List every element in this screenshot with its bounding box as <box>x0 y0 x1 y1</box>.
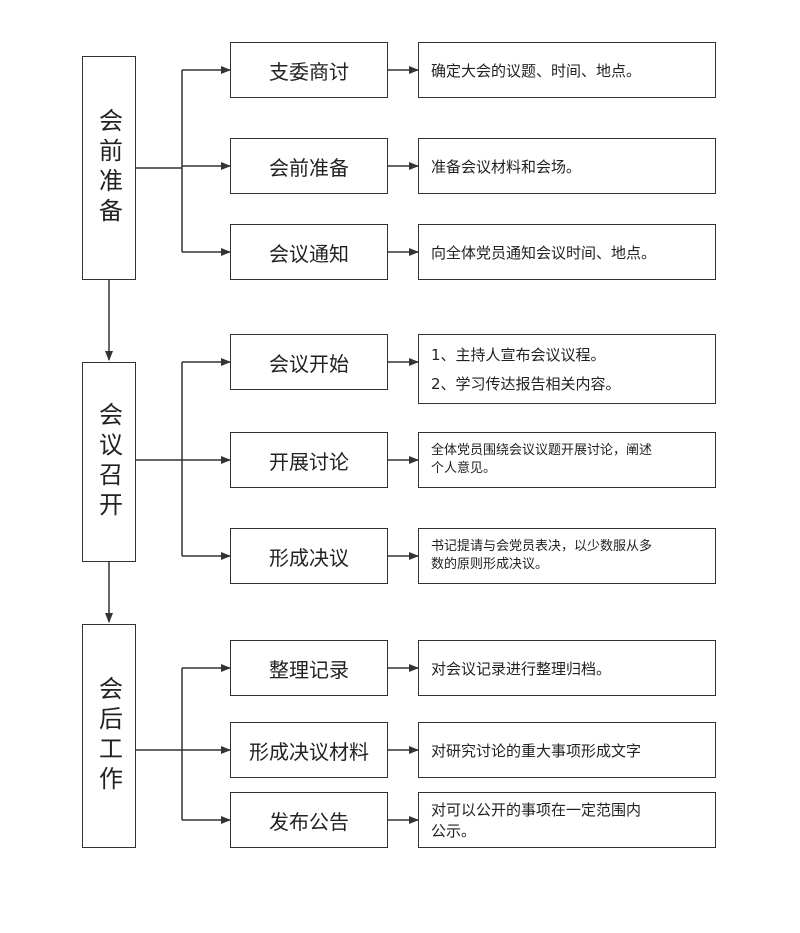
step-label: 支委商讨 <box>269 59 349 84</box>
desc-line: 对会议记录进行整理归档。 <box>431 659 612 678</box>
step-label: 整理记录 <box>269 657 349 682</box>
desc-line: 书记提请与会党员表决，以少数服从多 <box>431 539 653 554</box>
desc-box-resolution-materials: 对研究讨论的重大事项形成文字 <box>418 722 716 778</box>
step-label: 会议开始 <box>269 351 349 376</box>
desc-line: 准备会议材料和会场。 <box>431 157 582 176</box>
step-label: 发布公告 <box>269 809 349 834</box>
desc-box-resolution: 书记提请与会党员表决，以少数服从多 数的原则形成决议。 <box>418 528 716 584</box>
desc-box-organize-records: 对会议记录进行整理归档。 <box>418 640 716 696</box>
desc-line: 对可以公开的事项在一定范围内 <box>431 801 642 819</box>
phase-label-pre-meeting: 会前准备 <box>94 108 123 228</box>
desc-box-branch-discussion: 确定大会的议题、时间、地点。 <box>418 42 716 98</box>
step-label: 形成决议材料 <box>249 739 369 764</box>
step-box-preparation: 会前准备 <box>230 138 388 194</box>
step-box-notification: 会议通知 <box>230 224 388 280</box>
step-box-organize-records: 整理记录 <box>230 640 388 696</box>
phase-label-post-meeting: 会后工作 <box>94 676 123 796</box>
phase-label-meeting: 会议召开 <box>94 402 123 522</box>
step-box-publish-notice: 发布公告 <box>230 792 388 848</box>
desc-line: 向全体党员通知会议时间、地点。 <box>431 243 657 262</box>
desc-box-meeting-start: 1、主持人宣布会议议程。 2、学习传达报告相关内容。 <box>418 334 716 404</box>
step-box-branch-discussion: 支委商讨 <box>230 42 388 98</box>
phase-box-post-meeting: 会后工作 <box>82 624 136 848</box>
desc-line: 公示。 <box>431 822 477 840</box>
step-box-resolution: 形成决议 <box>230 528 388 584</box>
phase-box-pre-meeting: 会前准备 <box>82 56 136 280</box>
desc-line: 全体党员围绕会议议题开展讨论，阐述 <box>431 443 653 458</box>
step-box-resolution-materials: 形成决议材料 <box>230 722 388 778</box>
desc-box-publish-notice: 对可以公开的事项在一定范围内 公示。 <box>418 792 716 848</box>
step-label: 开展讨论 <box>269 449 349 474</box>
desc-line: 确定大会的议题、时间、地点。 <box>431 61 642 80</box>
desc-line: 个人意见。 <box>431 461 497 476</box>
desc-line: 1、主持人宣布会议议程。 <box>431 346 606 364</box>
step-label: 会前准备 <box>269 155 349 180</box>
phase-box-meeting: 会议召开 <box>82 362 136 562</box>
desc-line: 2、学习传达报告相关内容。 <box>431 375 621 393</box>
step-box-discussion: 开展讨论 <box>230 432 388 488</box>
desc-line: 对研究讨论的重大事项形成文字 <box>431 741 642 760</box>
desc-line: 数的原则形成决议。 <box>431 557 549 572</box>
desc-box-discussion: 全体党员围绕会议议题开展讨论，阐述 个人意见。 <box>418 432 716 488</box>
desc-box-preparation: 准备会议材料和会场。 <box>418 138 716 194</box>
step-box-meeting-start: 会议开始 <box>230 334 388 390</box>
step-label: 会议通知 <box>269 241 349 266</box>
step-label: 形成决议 <box>269 545 349 570</box>
desc-box-notification: 向全体党员通知会议时间、地点。 <box>418 224 716 280</box>
